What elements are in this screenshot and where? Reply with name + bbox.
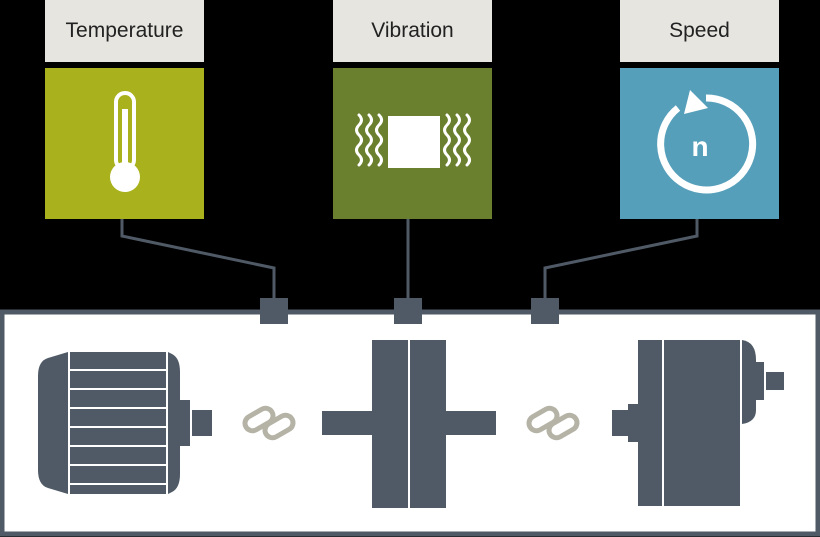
thermometer-icon	[109, 90, 140, 192]
temperature-connector-line	[120, 219, 276, 300]
coupling-left-icon	[242, 405, 296, 441]
electric-motor	[38, 352, 212, 494]
speed-label: Speed	[669, 19, 730, 42]
speed-symbol: n	[691, 131, 708, 162]
sensor-connectors	[120, 219, 699, 300]
temperature-label-box: Temperature	[45, 0, 204, 62]
gearbox	[612, 340, 784, 506]
rotation-speed-icon: n	[656, 89, 756, 193]
temperature-label: Temperature	[65, 19, 184, 42]
temperature-tile	[45, 68, 204, 219]
coupling-right-icon	[526, 405, 580, 441]
speed-sensor-mount	[531, 298, 559, 324]
temperature-sensor-mount	[260, 298, 288, 324]
speed-label-box: Speed	[620, 0, 779, 62]
vibration-label-box: Vibration	[333, 0, 492, 62]
vibration-label: Vibration	[371, 19, 454, 42]
speed-connector-line	[543, 219, 699, 300]
vibration-sensor-mount	[394, 298, 422, 324]
speed-tile: n	[620, 68, 779, 219]
vibration-tile	[333, 68, 492, 219]
vibration-icon	[354, 113, 471, 168]
flywheel	[322, 340, 496, 508]
